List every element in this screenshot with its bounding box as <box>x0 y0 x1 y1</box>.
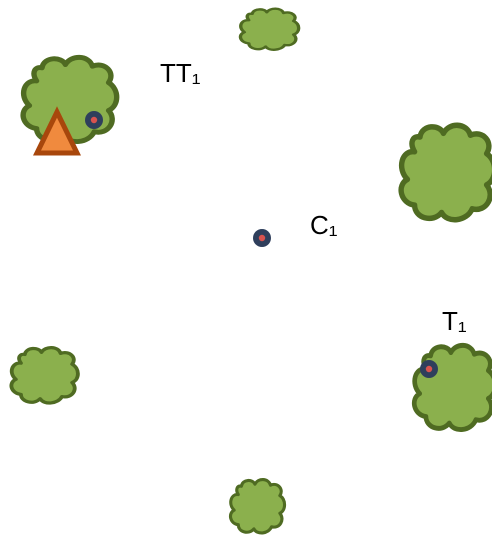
location-dot-icon <box>85 111 103 129</box>
label-t1: T₁ <box>442 306 467 336</box>
location-dot-icon <box>253 229 271 247</box>
location-dot-icon <box>420 360 438 378</box>
label-tt1: TT₁ <box>160 58 201 88</box>
tree-icon <box>23 57 117 141</box>
tree-cluster <box>11 9 492 533</box>
tree-icon <box>401 125 492 219</box>
tree-icon <box>240 9 298 50</box>
tree-icon <box>11 348 78 403</box>
tree-icon <box>230 480 284 533</box>
label-c1: C₁ <box>310 210 338 240</box>
tree-icon <box>414 345 492 429</box>
